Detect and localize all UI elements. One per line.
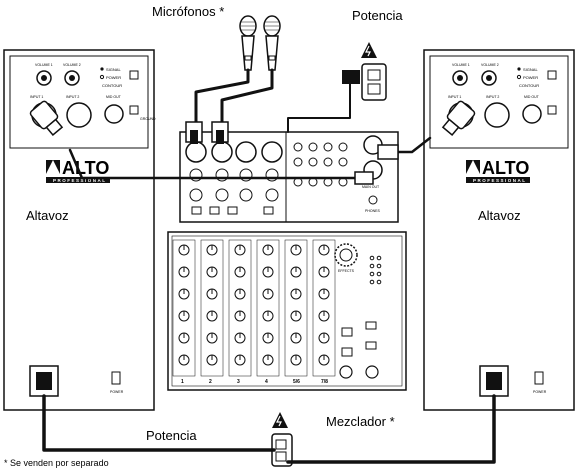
ground-switch[interactable] [129, 105, 139, 115]
power-switch-label-left: POWER [110, 390, 124, 394]
channel-number: 2 [209, 379, 212, 385]
input2-label-right: INPUT 2 [486, 95, 499, 99]
input1-label-right: INPUT 1 [448, 95, 461, 99]
contour-label: CONTOUR [102, 83, 122, 88]
channel-number: 3 [237, 379, 240, 385]
volume1-label: VOLUME 1 [35, 63, 53, 67]
mixer: MAIN OUT PHONES 1 2 3 4 5/6 7/8 EFFECTS [167, 131, 407, 391]
input1-label: INPUT 1 [30, 95, 43, 99]
speaker-label-right: Altavoz [478, 208, 521, 223]
mixer-plugs [185, 121, 399, 185]
channel-strip [200, 239, 224, 377]
left-speaker: VOLUME 1 VOLUME 2 SIGNAL POWER CONTOUR I… [3, 49, 156, 411]
microphone-2 [263, 15, 281, 71]
microphone-1 [239, 15, 257, 71]
input2-jack[interactable] [66, 102, 92, 128]
channel-number: 1 [181, 379, 184, 385]
mid-out-label-right: MID OUT [524, 95, 540, 99]
ground-switch-right[interactable] [547, 105, 557, 115]
mid-out-label: MID OUT [106, 95, 122, 99]
mixer-switch-1[interactable] [365, 321, 377, 330]
power-switch-left[interactable] [111, 371, 121, 385]
mixer-label: Mezclador * [326, 414, 395, 429]
signal-led-label: SIGNAL [106, 67, 121, 72]
power-switch-right[interactable] [534, 371, 544, 385]
wall-outlet-icon [361, 63, 387, 101]
main-out-label: MAIN OUT [362, 185, 380, 189]
ground-label: GROUND [140, 117, 156, 121]
mixer-switch-3[interactable] [365, 341, 377, 350]
mixer-output-jacks[interactable]: MAIN OUT PHONES [293, 135, 383, 213]
power-label-top: Potencia [352, 8, 403, 23]
power-label-bottom: Potencia [146, 428, 197, 443]
effects-leds [369, 255, 382, 285]
channel-number: 4 [265, 379, 268, 385]
input2-label: INPUT 2 [66, 95, 79, 99]
phones-jack[interactable] [368, 195, 378, 205]
footnote: * Se venden por separado [4, 458, 109, 468]
mid-out-jack-right[interactable] [522, 104, 542, 124]
power-switch-label-right: POWER [533, 390, 547, 394]
channel-number: 7/8 [321, 379, 328, 385]
contour-label-right: CONTOUR [519, 83, 539, 88]
power-led-label: POWER [106, 75, 121, 80]
volume2-label: VOLUME 2 [63, 63, 81, 67]
bottom-power-outlet [271, 412, 293, 467]
contour-switch[interactable] [129, 70, 139, 80]
signal-led-label-right: SIGNAL [523, 67, 538, 72]
mixer-switch-2[interactable] [341, 327, 353, 337]
warning-icon [361, 42, 377, 58]
top-power-outlet [342, 42, 387, 101]
channel-number: 5/6 [293, 379, 300, 385]
brand-logo-left: ALTO [62, 158, 109, 178]
input2-jack-right[interactable] [484, 102, 510, 128]
power-led-label-right: POWER [523, 75, 538, 80]
brand-logo-right: ALTO [482, 158, 529, 178]
warning-icon-bottom [272, 412, 288, 428]
mixer-channel-strips: 1 2 3 4 5/6 7/8 [172, 239, 336, 385]
microphones [239, 15, 281, 71]
mixer-switch-4[interactable] [341, 347, 353, 357]
right-speaker: VOLUME 1 VOLUME 2 SIGNAL POWER CONTOUR I… [423, 49, 575, 411]
speaker-label-left: Altavoz [26, 208, 69, 223]
cables [42, 68, 496, 464]
channel-strip [172, 239, 196, 377]
mid-out-jack[interactable] [104, 104, 124, 124]
volume1-label-right: VOLUME 1 [452, 63, 470, 67]
main-level-knob[interactable] [339, 365, 353, 379]
power-adapter-icon [342, 70, 360, 84]
phones-label: PHONES [365, 209, 380, 213]
channel-strip [284, 239, 308, 377]
brand-sub-right: PROFESSIONAL [473, 178, 527, 183]
microphones-label: Micrófonos * [152, 4, 224, 19]
channel-strip [228, 239, 252, 377]
channel-strip [256, 239, 280, 377]
volume2-label-right: VOLUME 2 [481, 63, 499, 67]
channel-strip [312, 239, 336, 377]
phones-level-knob[interactable] [365, 365, 379, 379]
contour-switch-right[interactable] [547, 70, 557, 80]
effects-label: EFFECTS [338, 269, 355, 273]
brand-sub-left: PROFESSIONAL [53, 178, 107, 183]
